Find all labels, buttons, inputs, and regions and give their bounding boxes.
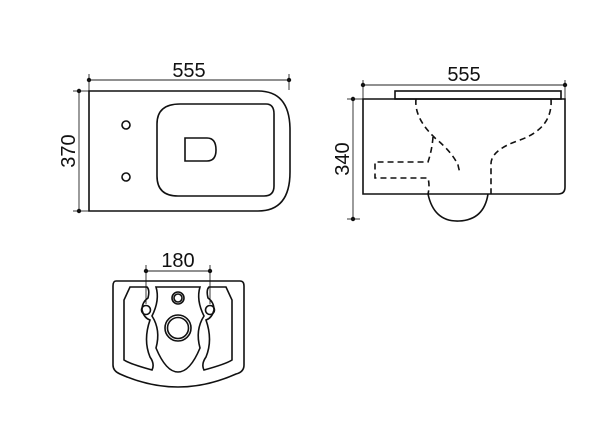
rear-outline: [112, 280, 245, 388]
top-view: 555 370: [58, 60, 292, 214]
center-body: [151, 286, 205, 373]
bowl-outline: [88, 90, 291, 212]
top-depth-label: 370: [58, 134, 80, 167]
side-width-label: 555: [447, 64, 480, 86]
side-height-label: 340: [332, 142, 354, 175]
side-view: 555 340: [332, 64, 568, 222]
water-inlet: [171, 291, 185, 305]
left-flange: [123, 286, 154, 371]
top-width-label: 555: [172, 60, 205, 82]
seat-lid: [394, 90, 562, 100]
outlet-shape: [184, 137, 217, 162]
mounting-hole: [121, 172, 131, 182]
outlet-pipe-dashed: [374, 136, 434, 195]
rear-view: 180: [112, 250, 245, 388]
waste-outlet: [164, 314, 192, 342]
seat-opening: [156, 103, 275, 197]
mounting-hole: [121, 120, 131, 130]
bowl-back-dashed: [490, 98, 552, 194]
bolt-hole-left: [140, 304, 152, 316]
right-flange: [202, 286, 233, 371]
bolt-hole-right: [204, 304, 216, 316]
trap-bottom: [427, 193, 489, 222]
bolt-spacing-label: 180: [161, 250, 194, 272]
side-body-outline: [362, 98, 566, 195]
trapway-inner-dashed: [415, 98, 461, 174]
